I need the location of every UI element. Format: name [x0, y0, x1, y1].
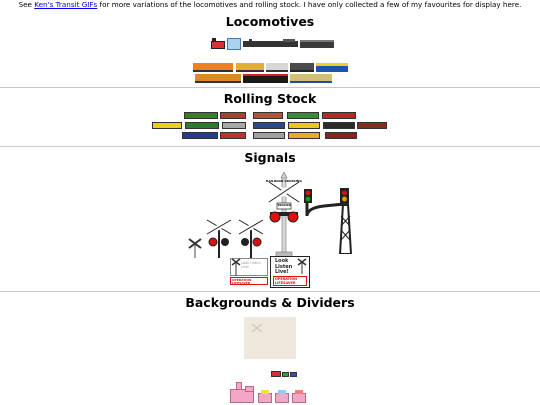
- locomotive-icon: [266, 63, 288, 72]
- tracks-sign: TRACKS: [277, 203, 291, 207]
- operation-lifesaver-text-small: OPERATION LIFESAVER: [232, 278, 252, 285]
- small-crossbuck-icon: [231, 258, 241, 276]
- heading-signals: Signals: [244, 150, 296, 165]
- crossing-signal-icon: [205, 218, 233, 258]
- look-listen-live-text: Look Listen Live!: [275, 258, 293, 275]
- boxcar-icon: [222, 122, 246, 129]
- operation-lifesaver-badge: OPERATION LIFESAVER: [273, 276, 307, 286]
- boxcar-icon: [185, 122, 219, 129]
- boxcar-icon: [253, 122, 285, 129]
- intro-after: for more variations of the locomotives a…: [97, 0, 522, 9]
- intro-text: See Ken's Transit GIFs for more variatio…: [0, 0, 540, 9]
- locomotive-icon: [236, 63, 264, 72]
- boxcar-icon: [184, 112, 218, 119]
- look-listen-live-text-small: Look Listen Live!: [241, 261, 261, 269]
- signal-gantry-icon: [304, 188, 352, 254]
- small-crossbuck-icon: [297, 258, 307, 274]
- boxcar-icon: [288, 122, 320, 129]
- locomotive-icon: [290, 74, 332, 83]
- diesel-locomotive-icon: [300, 40, 334, 48]
- blue-car-icon: [227, 38, 241, 50]
- railroad-crossing-mast-icon: [267, 172, 301, 260]
- boxcar-icon: [182, 132, 218, 139]
- locomotive-icon: [195, 74, 241, 83]
- toy-train-icon: [228, 382, 314, 405]
- look-listen-live-sign-small: Look Listen Live!: [230, 258, 268, 276]
- locomotive-icon: [290, 63, 314, 72]
- boxcar-icon: [325, 132, 357, 139]
- faint-crossbuck-icon: [251, 323, 263, 333]
- heading-rolling-stock: Rolling Stock: [223, 91, 317, 106]
- crossing-signal-icon: [237, 218, 265, 258]
- boxcar-icon: [323, 122, 355, 129]
- boxcar-icon: [287, 112, 319, 119]
- locomotive-icon: [243, 74, 288, 83]
- boxcar-icon: [288, 132, 320, 139]
- railroad-crossing-sign: RAILROAD CROSSING: [266, 179, 302, 183]
- operation-lifesaver-badge-small: OPERATION LIFESAVER: [230, 277, 268, 285]
- boxcar-icon: [253, 132, 285, 139]
- heading-backgrounds-dividers: Backgrounds & Dividers: [185, 295, 355, 310]
- boxcar-icon: [253, 112, 283, 119]
- section-divider: [0, 146, 540, 147]
- locomotive-icon: [193, 63, 233, 72]
- boxcar-icon: [220, 132, 246, 139]
- section-divider: [0, 87, 540, 88]
- boxcar-icon: [357, 122, 387, 129]
- locomotive-icon: [316, 63, 348, 72]
- intro-before: See: [18, 0, 35, 9]
- operation-lifesaver-text: OPERATION LIFESAVER: [275, 277, 297, 285]
- kens-transit-gifs-link[interactable]: Ken's Transit GIFs: [34, 0, 98, 9]
- boxcar-icon: [322, 112, 356, 119]
- toy-locomotive-icon: [211, 38, 225, 50]
- boxcar-icon: [220, 112, 246, 119]
- steam-locomotive-icon: [243, 39, 298, 48]
- section-divider: [0, 291, 540, 292]
- heading-locomotives: Locomotives: [225, 14, 315, 29]
- background-tile: [244, 317, 296, 359]
- small-crossbuck-icon: [188, 238, 202, 258]
- toy-train-small-icon: [271, 369, 297, 379]
- boxcar-icon: [152, 122, 182, 129]
